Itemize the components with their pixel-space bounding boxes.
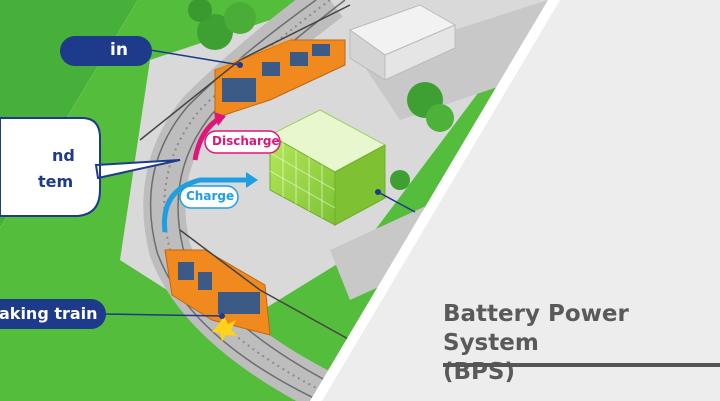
page-title: Battery Power System (BPS) (443, 300, 720, 387)
callout-pill-braking-train (0, 299, 106, 329)
battery-building (268, 109, 387, 226)
callout-pill-train (60, 36, 152, 66)
train-icon (164, 249, 271, 336)
callout-braking-train-label: aking train (0, 304, 98, 323)
callout-train-label: in (110, 40, 128, 60)
callout-line (149, 49, 241, 66)
callout-line (377, 191, 416, 213)
discharge-label: Discharge (212, 134, 280, 148)
discharge-label-bg (204, 130, 281, 154)
title-line-1: Battery Power System (443, 301, 629, 356)
depot-shed (348, 4, 457, 81)
train-icon (214, 35, 346, 119)
callout-line (103, 313, 223, 317)
callout-dot (219, 313, 225, 319)
title-underline (443, 363, 720, 367)
diagonal-border (310, 0, 560, 401)
spark-icon (212, 316, 238, 342)
charge-arrow-icon (161, 177, 248, 233)
callout-dot (237, 62, 243, 68)
callout-system-line1: nd (52, 146, 75, 165)
callout-system-line2: tem (38, 172, 74, 191)
charge-label-bg (179, 185, 239, 209)
callout-bubble-system (0, 117, 181, 217)
callout-dot (375, 189, 381, 195)
tree-icon (188, 0, 454, 190)
charge-label: Charge (186, 189, 235, 203)
